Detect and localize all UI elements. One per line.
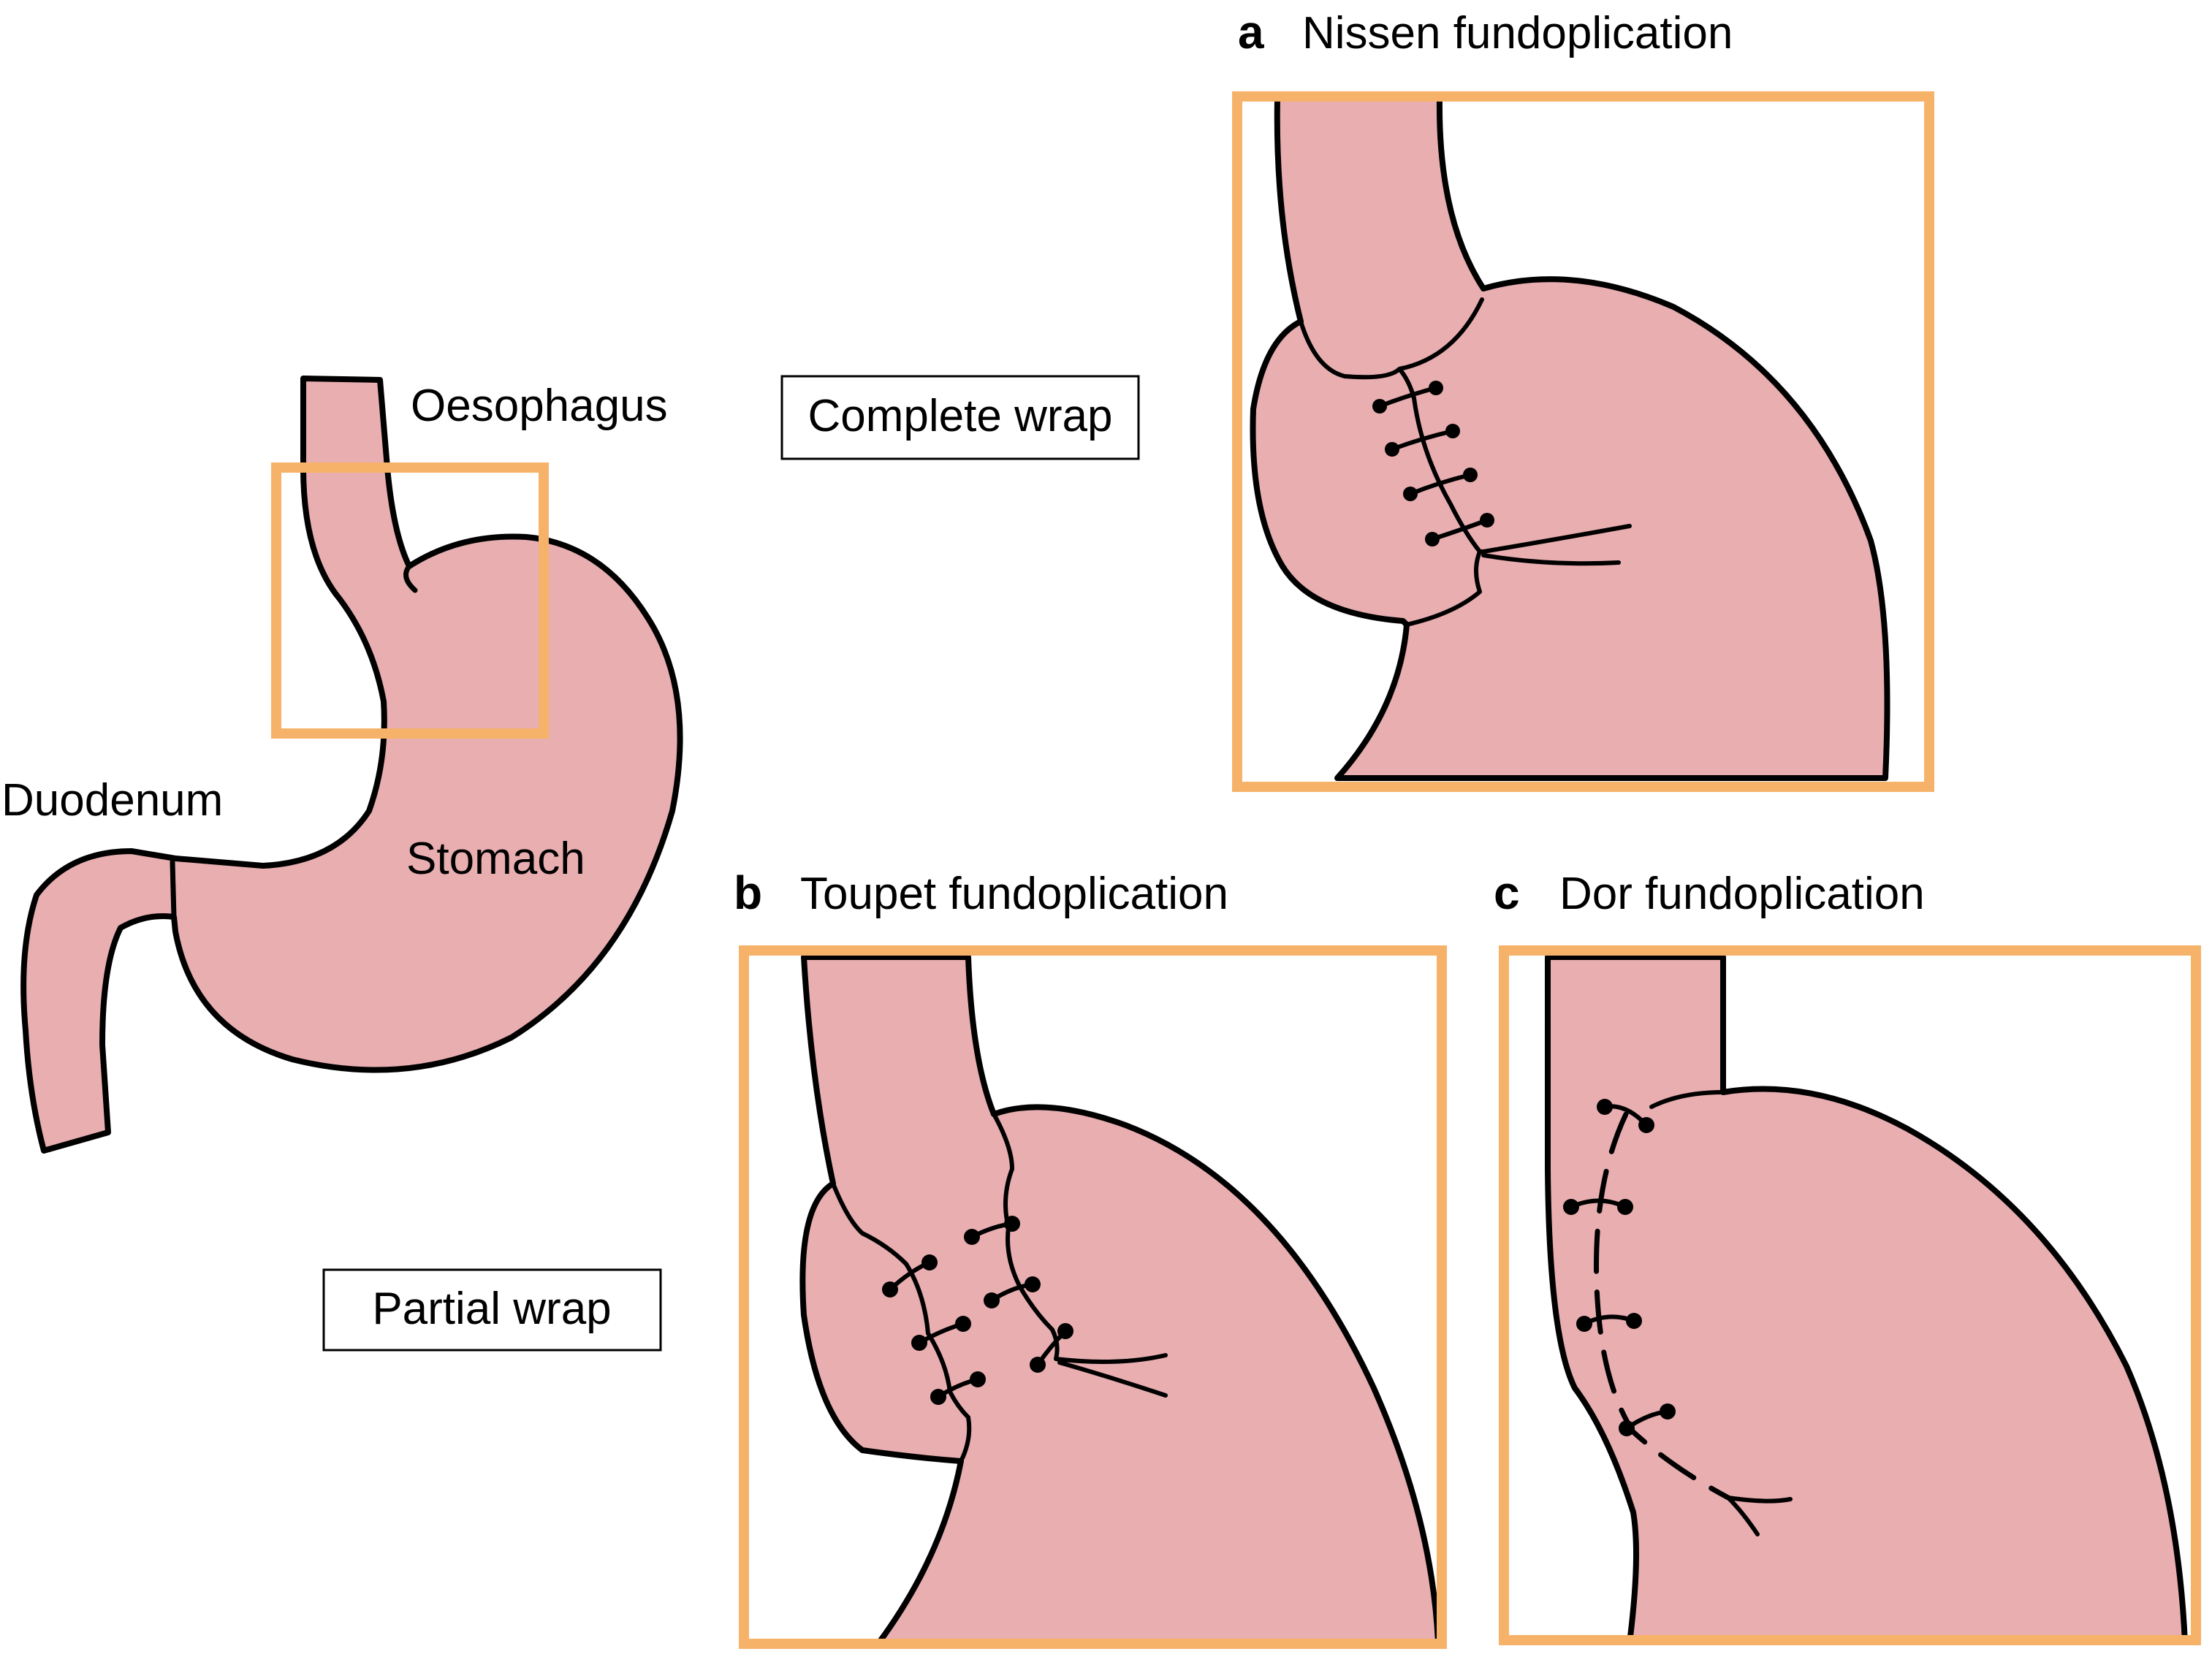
panel-b-illustration — [799, 954, 1441, 1645]
panel-a-title: Nissen fundoplication — [1302, 8, 1733, 58]
panel-c-stomach — [1545, 954, 2188, 1645]
partial-wrap-label: Partial wrap — [372, 1284, 611, 1334]
panel-c-illustration — [1545, 954, 2188, 1645]
panel-a-frame — [1232, 91, 1934, 792]
panel-b-letter: b — [734, 866, 762, 919]
panel-c-frame — [1499, 945, 2201, 1645]
panel-b-wrap-edge — [831, 1112, 1014, 1463]
panel-c-letter: c — [1494, 866, 1520, 919]
complete-wrap-label: Complete wrap — [808, 391, 1113, 441]
panel-c-branch — [1726, 1496, 1793, 1536]
panel-b-sutures — [882, 1216, 1073, 1405]
panel-b: b Toupet fundoplication — [734, 866, 1447, 1649]
panel-a-illustration — [1250, 96, 1890, 781]
panel-c-title: Dor fundoplication — [1559, 869, 1925, 919]
duodenum-label: Duodenum — [1, 775, 223, 826]
cardia-notch — [403, 563, 418, 593]
panel-a-sutures — [1372, 381, 1494, 546]
complete-wrap-box: Complete wrap — [780, 375, 1140, 460]
panel-c-stitch-line — [1594, 1111, 1731, 1501]
panel-a: a Nissen fundoplication — [1232, 6, 1934, 792]
partial-wrap-box: Partial wrap — [322, 1268, 662, 1352]
pylorus-line — [170, 859, 177, 920]
panel-a-stitch-line — [1412, 396, 1632, 566]
panel-c-sutures — [1563, 1099, 1676, 1436]
panel-a-stomach — [1250, 96, 1890, 781]
overview-stomach — [20, 376, 683, 1154]
panel-a-letter: a — [1238, 6, 1264, 58]
oesophagus-label: Oesophagus — [411, 381, 668, 431]
panel-b-frame — [739, 945, 1447, 1649]
overview-highlight-box — [271, 462, 549, 739]
panel-b-stomach — [799, 954, 1441, 1645]
panel-b-title: Toupet fundoplication — [800, 869, 1228, 919]
stomach-body — [20, 376, 683, 1154]
panel-c: c Dor fundoplication — [1494, 866, 2201, 1645]
panel-a-wrap-edge — [1299, 297, 1484, 627]
panel-c-stomach-upper-edge — [1649, 1090, 1725, 1109]
panel-b-stitch-left — [904, 1262, 970, 1420]
stomach-label: Stomach — [406, 834, 585, 884]
